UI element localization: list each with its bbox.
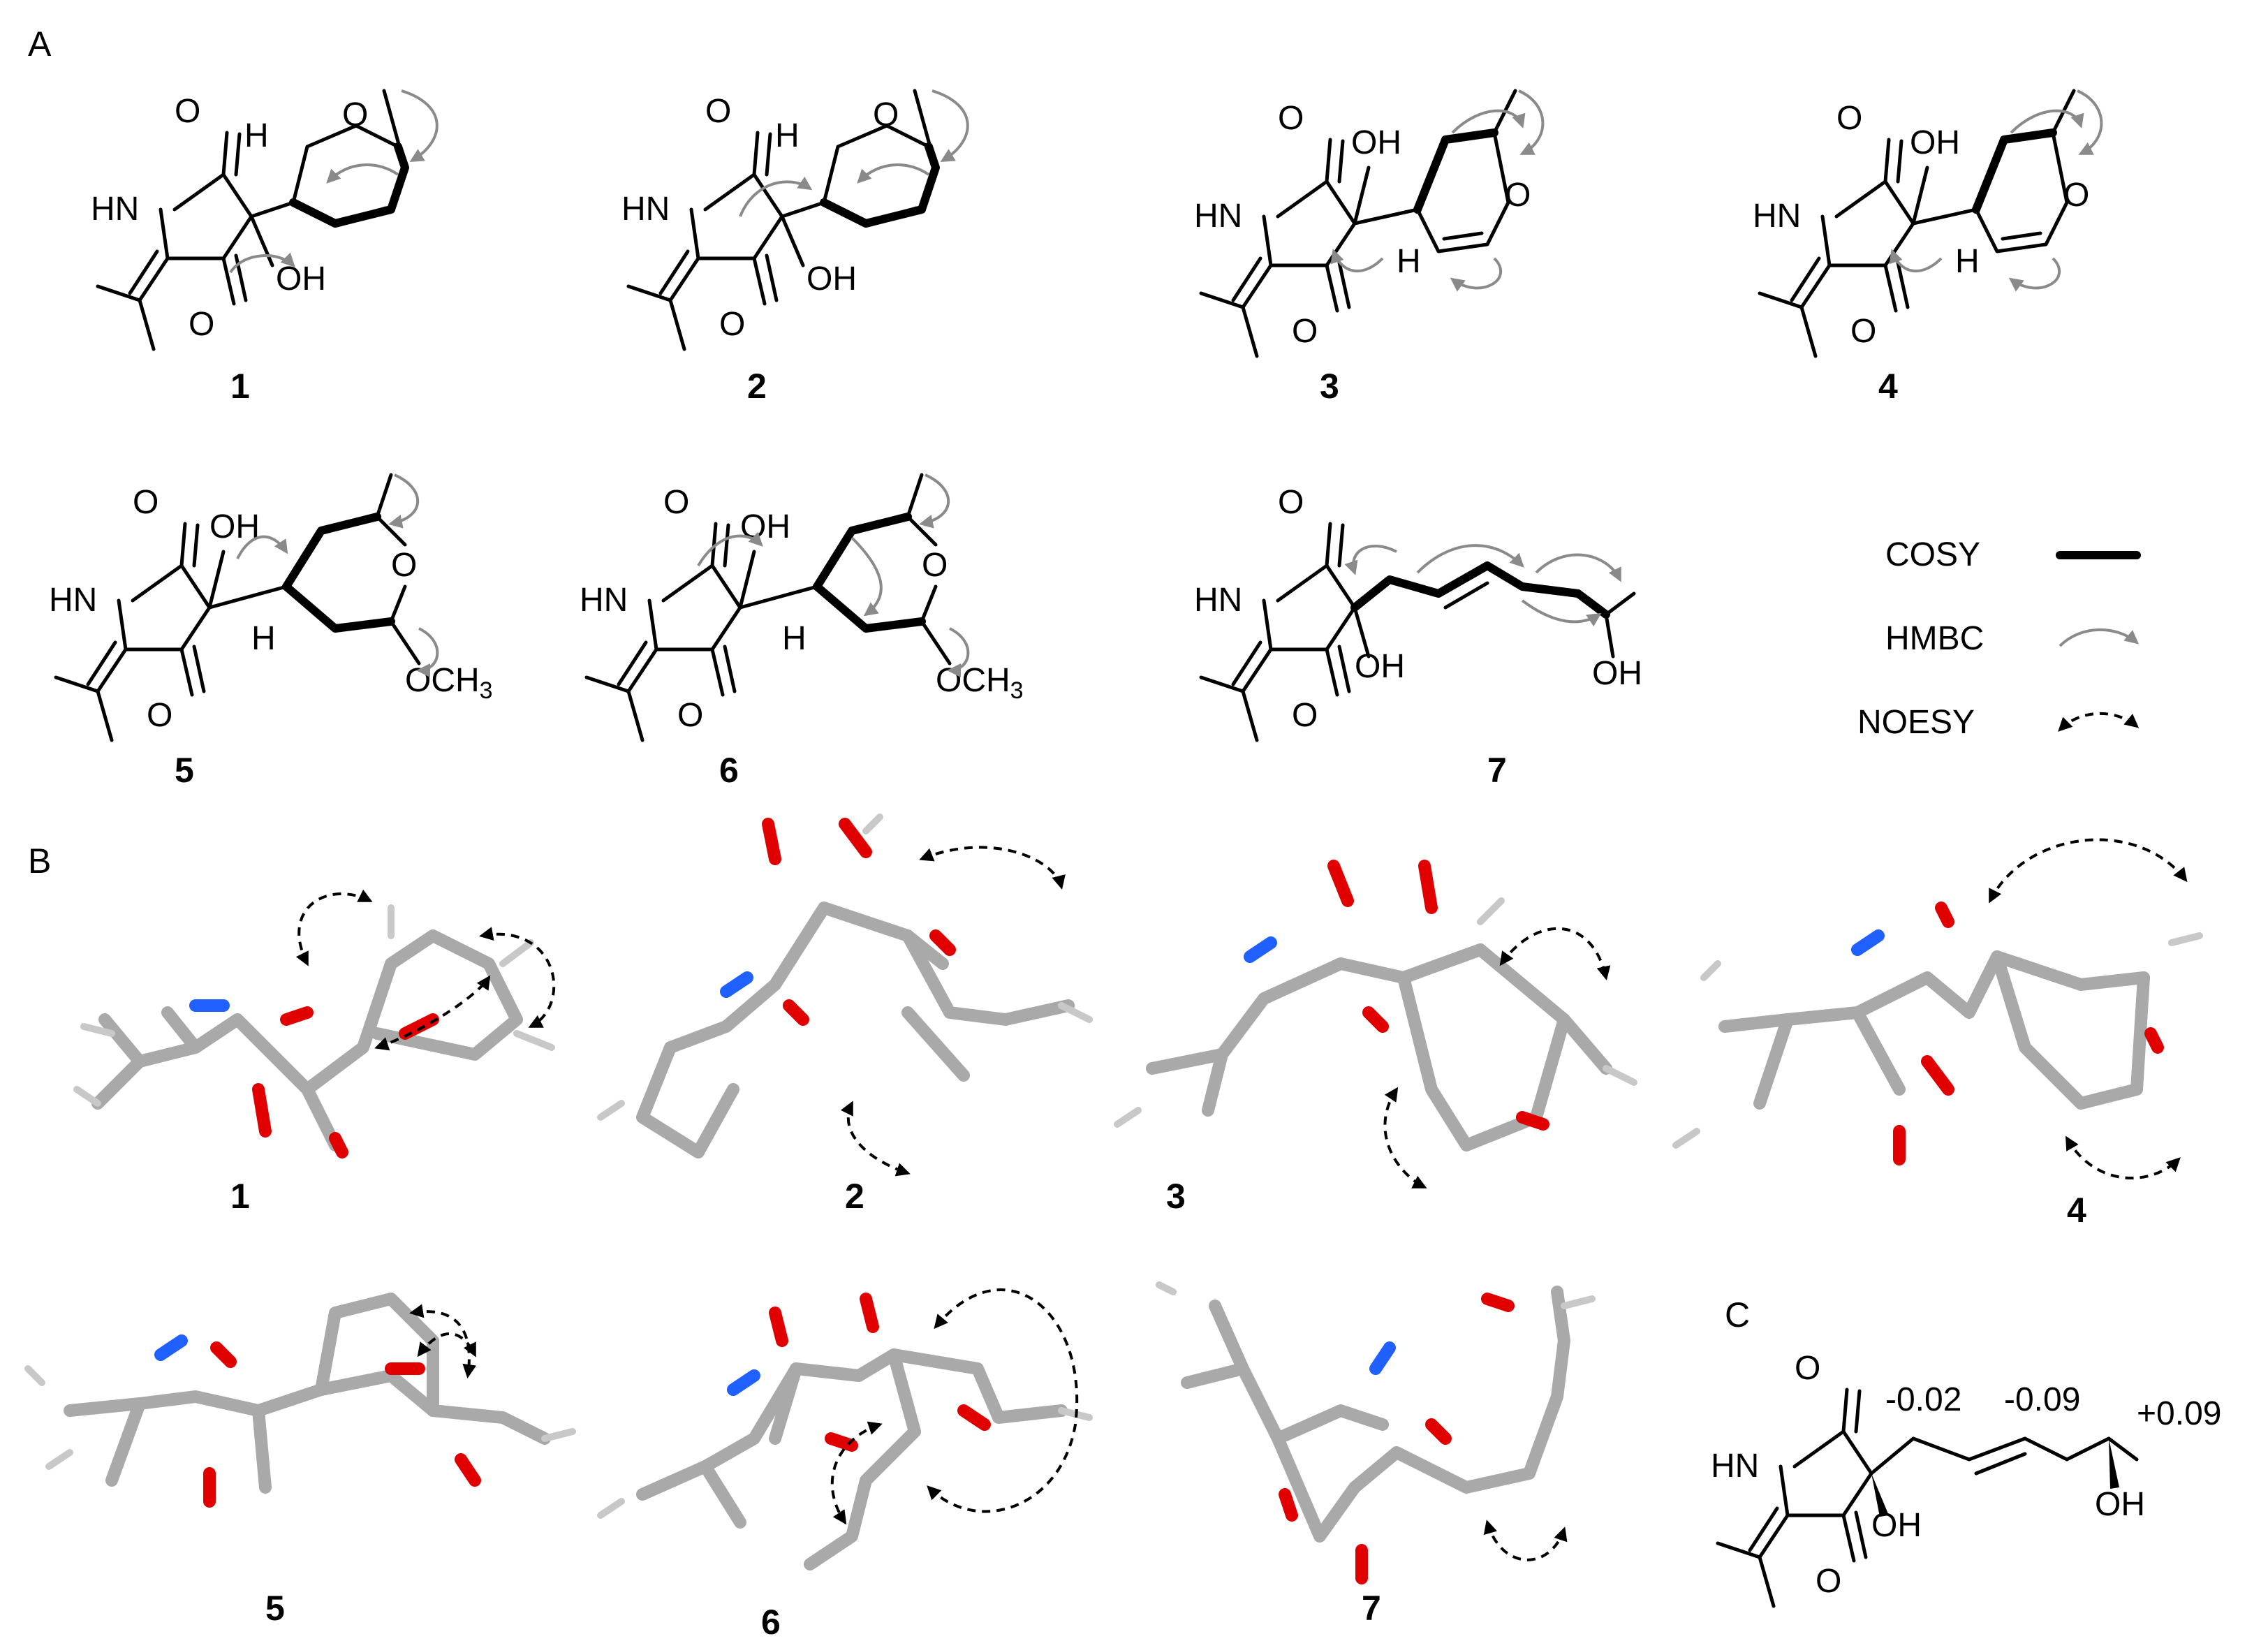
compound-label-3: 3 — [1320, 367, 1339, 406]
carbonyl-o: O — [147, 697, 172, 734]
structure-2: O HN O OH H O — [621, 89, 969, 349]
nh-label: HN — [621, 191, 670, 228]
h-label: H — [1955, 243, 1980, 280]
oh-label: OH — [2095, 1486, 2145, 1523]
panel-c-structure: O HN O OH OH — [1711, 1350, 2145, 1608]
legend-noesy-label: NOESY — [1857, 704, 1975, 741]
carbonyl-o: O — [719, 306, 745, 343]
compound-label-4: 4 — [1878, 367, 1898, 406]
model-6 — [597, 1288, 1093, 1570]
carbonyl-o: O — [1816, 1563, 1841, 1600]
h-label: H — [251, 620, 276, 657]
carbonyl-o: O — [705, 93, 731, 130]
ring-o: O — [391, 547, 417, 584]
nh-label: HN — [1194, 582, 1242, 619]
legend-hmbc-label: HMBC — [1885, 620, 1984, 657]
carbonyl-o: O — [1836, 100, 1862, 137]
carbonyl-o: O — [1850, 313, 1876, 350]
oh-label: OH — [276, 260, 326, 297]
model-label-4: 4 — [2067, 1191, 2086, 1230]
model-label-5: 5 — [265, 1589, 285, 1628]
h-label: H — [775, 117, 800, 154]
compound-label-2: 2 — [747, 367, 767, 406]
ring-o: O — [342, 96, 368, 133]
oh-label: OH — [740, 508, 790, 545]
carbonyl-o: O — [1278, 484, 1304, 521]
model-4 — [1672, 838, 2203, 1179]
nh-label: HN — [1711, 1448, 1759, 1485]
delta-value-1: -0.02 — [1885, 1381, 1961, 1418]
oh-label: OH — [1351, 124, 1401, 161]
structure-7: O HN O OH OH — [1194, 484, 1642, 740]
legend-cosy-label: COSY — [1885, 536, 1980, 573]
oh-label: OH — [1910, 124, 1960, 161]
model-label-6: 6 — [761, 1603, 781, 1642]
structure-6: O HN O OH H O OCH3 — [580, 473, 1024, 740]
carbonyl-o: O — [1795, 1350, 1820, 1387]
ring-o: O — [873, 96, 899, 133]
nh-label: HN — [91, 191, 139, 228]
model-label-1: 1 — [230, 1177, 250, 1216]
compound-label-5: 5 — [175, 751, 194, 790]
legend: COSY HMBC NOESY — [1857, 536, 2141, 741]
oh-label: OH — [807, 260, 857, 297]
compound-label-6: 6 — [719, 751, 739, 790]
model-1 — [73, 889, 556, 1158]
methoxy-label: OCH3 — [936, 662, 1024, 704]
h-label: H — [244, 117, 269, 154]
model-label-2: 2 — [845, 1177, 864, 1216]
legend-hmbc-swatch — [2059, 628, 2140, 647]
ring-o: O — [2063, 177, 2089, 214]
nh-label: HN — [49, 582, 97, 619]
compound-label-1: 1 — [230, 367, 250, 406]
oh-label: OH — [1355, 648, 1405, 685]
model-label-3: 3 — [1166, 1177, 1186, 1216]
structure-5: O HN O OH H O OCH3 — [49, 473, 493, 740]
carbonyl-o: O — [133, 484, 159, 521]
compound-label-7: 7 — [1487, 751, 1507, 790]
h-label: H — [1397, 243, 1421, 280]
panel-label-c: C — [1725, 1295, 1750, 1334]
carbonyl-o: O — [189, 306, 214, 343]
methoxy-label: OCH3 — [405, 662, 493, 704]
h-label: H — [782, 620, 807, 657]
ring-o: O — [922, 547, 948, 584]
carbonyl-o: O — [1292, 697, 1318, 734]
legend-noesy-swatch — [2058, 712, 2140, 732]
carbonyl-o: O — [1292, 313, 1318, 350]
carbonyl-o: O — [663, 484, 689, 521]
model-7 — [1156, 1281, 1596, 1584]
ring-o: O — [1505, 177, 1531, 214]
structure-4: O HN O OH H O — [1753, 89, 2103, 356]
oh-label: OH — [1592, 655, 1642, 692]
carbonyl-o: O — [677, 697, 703, 734]
model-label-7: 7 — [1362, 1589, 1381, 1628]
oh-label: OH — [1871, 1507, 1922, 1544]
structure-1: O HN O OH H O — [91, 89, 439, 349]
model-5 — [24, 1293, 576, 1508]
nh-label: HN — [1753, 198, 1801, 235]
panel-label-b: B — [28, 841, 51, 881]
nh-label: HN — [1194, 198, 1242, 235]
delta-value-2: -0.09 — [2004, 1381, 2080, 1418]
model-2 — [597, 814, 1093, 1177]
carbonyl-o: O — [175, 93, 200, 130]
nh-label: HN — [580, 582, 628, 619]
panel-label-a: A — [28, 24, 52, 64]
carbonyl-o: O — [1278, 100, 1304, 137]
model-3 — [1114, 860, 1637, 1189]
structure-3: O HN O OH H O — [1194, 89, 1545, 356]
delta-value-3: +0.09 — [2137, 1395, 2221, 1432]
